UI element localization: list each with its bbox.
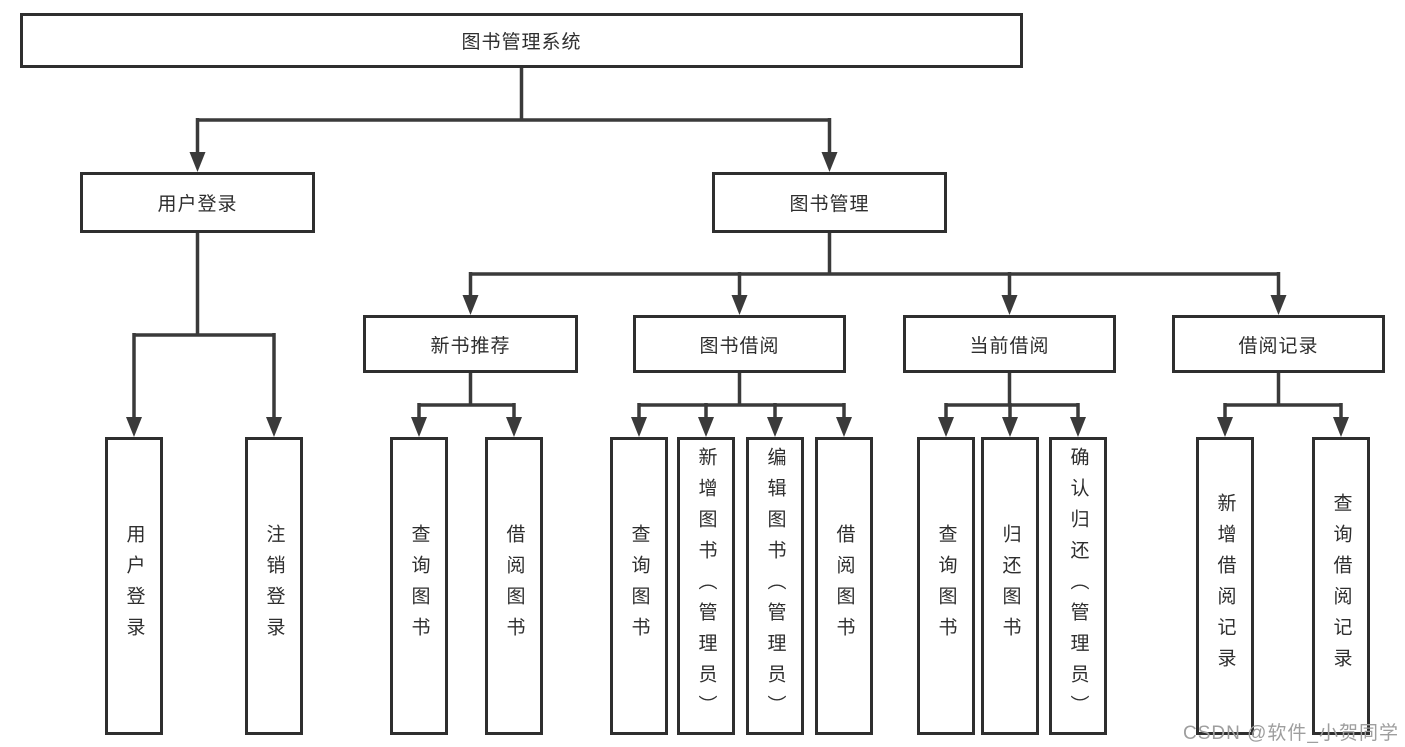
leaf-add-book-admin: 新增图书（管理员） [677,437,735,735]
leaf-query-book-borrow: 查询图书 [610,437,668,735]
leaf-add-borrow-record: 新增借阅记录 [1196,437,1254,735]
node-borrow-record: 借阅记录 [1172,315,1385,373]
node-book-borrow: 图书借阅 [633,315,846,373]
leaf-return-book: 归还图书 [981,437,1039,735]
leaf-query-borrow-record: 查询借阅记录 [1312,437,1370,735]
csdn-watermark: CSDN @软件_小贺同学 [1183,723,1399,744]
leaf-user-login: 用户登录 [105,437,163,735]
node-current-borrow: 当前借阅 [903,315,1116,373]
node-book-management: 图书管理 [712,172,947,233]
node-new-book-recommend: 新书推荐 [363,315,578,373]
leaf-logout-login: 注销登录 [245,437,303,735]
leaf-borrow-book-recommend: 借阅图书 [485,437,543,735]
leaf-edit-book-admin: 编辑图书（管理员） [746,437,804,735]
leaf-borrow-book: 借阅图书 [815,437,873,735]
leaf-query-book-recommend: 查询图书 [390,437,448,735]
leaf-confirm-return-admin: 确认归还（管理员） [1049,437,1107,735]
arrowheads [126,152,1349,437]
leaf-query-book-current: 查询图书 [917,437,975,735]
node-user-login: 用户登录 [80,172,315,233]
node-root: 图书管理系统 [20,13,1023,68]
